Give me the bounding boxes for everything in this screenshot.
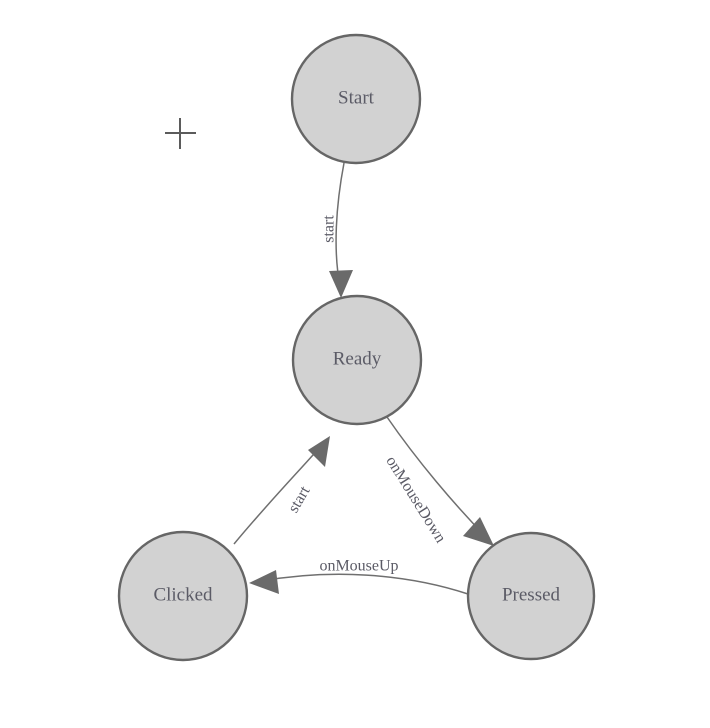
edge-clicked-to-ready-arrowhead [308, 436, 330, 467]
edge-label-start-to-ready: start [321, 215, 338, 243]
node-pressed-label: Pressed [502, 584, 561, 605]
edge-ready-to-pressed-arrowhead [463, 517, 494, 546]
edge-clicked-to-ready[interactable]: start [233, 436, 330, 545]
edge-start-to-ready[interactable]: start [321, 162, 353, 298]
edge-label-clicked-to-ready: start [285, 483, 314, 516]
edge-start-to-ready-arrowhead [329, 270, 353, 298]
node-ready-label: Ready [333, 348, 382, 369]
edge-pressed-to-clicked-arrowhead [249, 570, 279, 594]
edge-label-pressed-to-clicked: onMouseUp [319, 558, 398, 575]
node-start[interactable]: Start [290, 33, 422, 165]
edge-ready-to-pressed[interactable]: onMouseDown [382, 416, 494, 546]
edge-pressed-to-clicked-path [261, 573, 469, 595]
node-clicked-label: Clicked [153, 584, 213, 605]
edge-pressed-to-clicked[interactable]: onMouseUp [249, 558, 469, 595]
node-start-circle[interactable] [290, 33, 422, 165]
node-start-label: Start [338, 87, 375, 108]
node-pressed-circle[interactable] [466, 531, 596, 661]
node-ready[interactable]: Ready [291, 294, 423, 426]
crosshair-icon [165, 118, 196, 149]
node-ready-circle[interactable] [291, 294, 423, 426]
node-pressed[interactable]: Pressed [466, 531, 596, 661]
node-clicked[interactable]: Clicked [117, 530, 249, 662]
edge-label-ready-to-pressed: onMouseDown [382, 453, 449, 546]
node-clicked-circle[interactable] [117, 530, 249, 662]
